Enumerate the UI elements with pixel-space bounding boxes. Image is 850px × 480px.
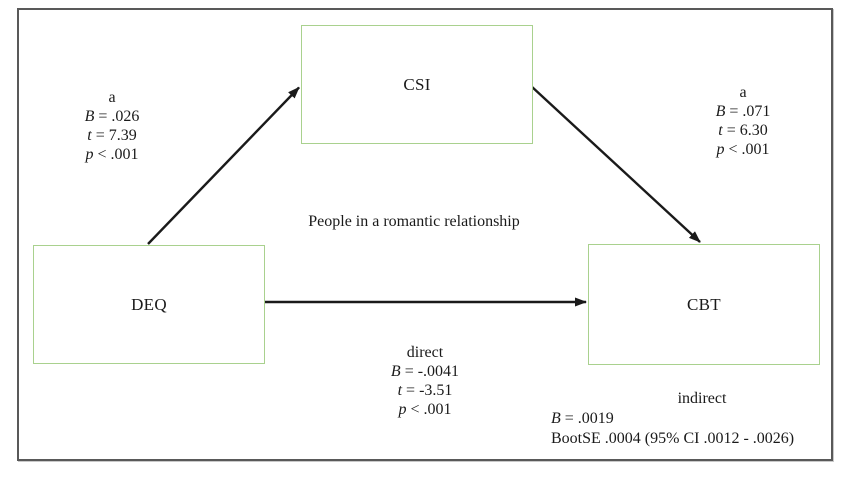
stat-value: = .071	[725, 103, 771, 120]
stat-symbol: p	[398, 401, 407, 418]
node-deq: DEQ	[33, 245, 265, 364]
stat-line: p < .001	[683, 140, 803, 159]
path-label: direct	[406, 344, 444, 361]
stat-symbol: B	[715, 103, 726, 120]
stat-symbol: B	[84, 108, 95, 125]
stat-line: B = .071	[683, 102, 803, 121]
stat-symbol: t	[718, 122, 723, 139]
node-cbt-label: CBT	[687, 294, 721, 314]
path-a-left-stats: a B = .026 t = 7.39 p < .001	[52, 88, 172, 164]
stat-line: t = 7.39	[52, 126, 172, 145]
stat-line: B = -.0041	[365, 362, 485, 381]
stat-value: = -.0041	[400, 363, 460, 380]
group-caption: People in a romantic relationship	[308, 213, 520, 230]
stat-line: B = .0019	[551, 409, 831, 429]
stat-symbol: B	[551, 410, 561, 427]
stat-line: p < .001	[52, 145, 172, 164]
stat-symbol: p	[716, 141, 725, 158]
indirect-effect-stats: B = .0019 BootSE .0004 (95% CI .0012 - .…	[551, 409, 831, 448]
stat-line: BootSE .0004 (95% CI .0012 - .0026)	[551, 429, 795, 447]
path-label: a	[739, 84, 747, 101]
path-a-right-stats: a B = .071 t = 6.30 p < .001	[683, 83, 803, 159]
path-label: a	[108, 89, 116, 106]
stat-value: = 6.30	[722, 122, 768, 139]
stat-symbol: p	[85, 146, 94, 163]
stat-symbol: B	[390, 363, 401, 380]
node-csi-label: CSI	[403, 74, 431, 94]
stat-symbol: t	[397, 382, 403, 399]
stat-line: t = -3.51	[365, 381, 485, 400]
stat-value: = -3.51	[402, 382, 453, 399]
stat-line: t = 6.30	[683, 121, 803, 140]
node-deq-label: DEQ	[131, 294, 167, 314]
stat-symbol: t	[87, 127, 92, 144]
stat-line: p < .001	[365, 400, 485, 419]
stat-line: B = .026	[52, 107, 172, 126]
stat-value: < .001	[93, 146, 139, 163]
direct-effect-stats: direct B = -.0041 t = -3.51 p < .001	[365, 343, 485, 419]
stat-value: < .001	[406, 401, 452, 418]
stat-value: = 7.39	[91, 127, 137, 144]
node-cbt: CBT	[588, 244, 820, 365]
stat-value: = .0019	[560, 410, 614, 427]
stat-value: = .026	[94, 108, 140, 125]
node-csi: CSI	[301, 25, 533, 144]
stat-value: < .001	[724, 141, 770, 158]
indirect-effect-label: indirect	[677, 390, 727, 407]
